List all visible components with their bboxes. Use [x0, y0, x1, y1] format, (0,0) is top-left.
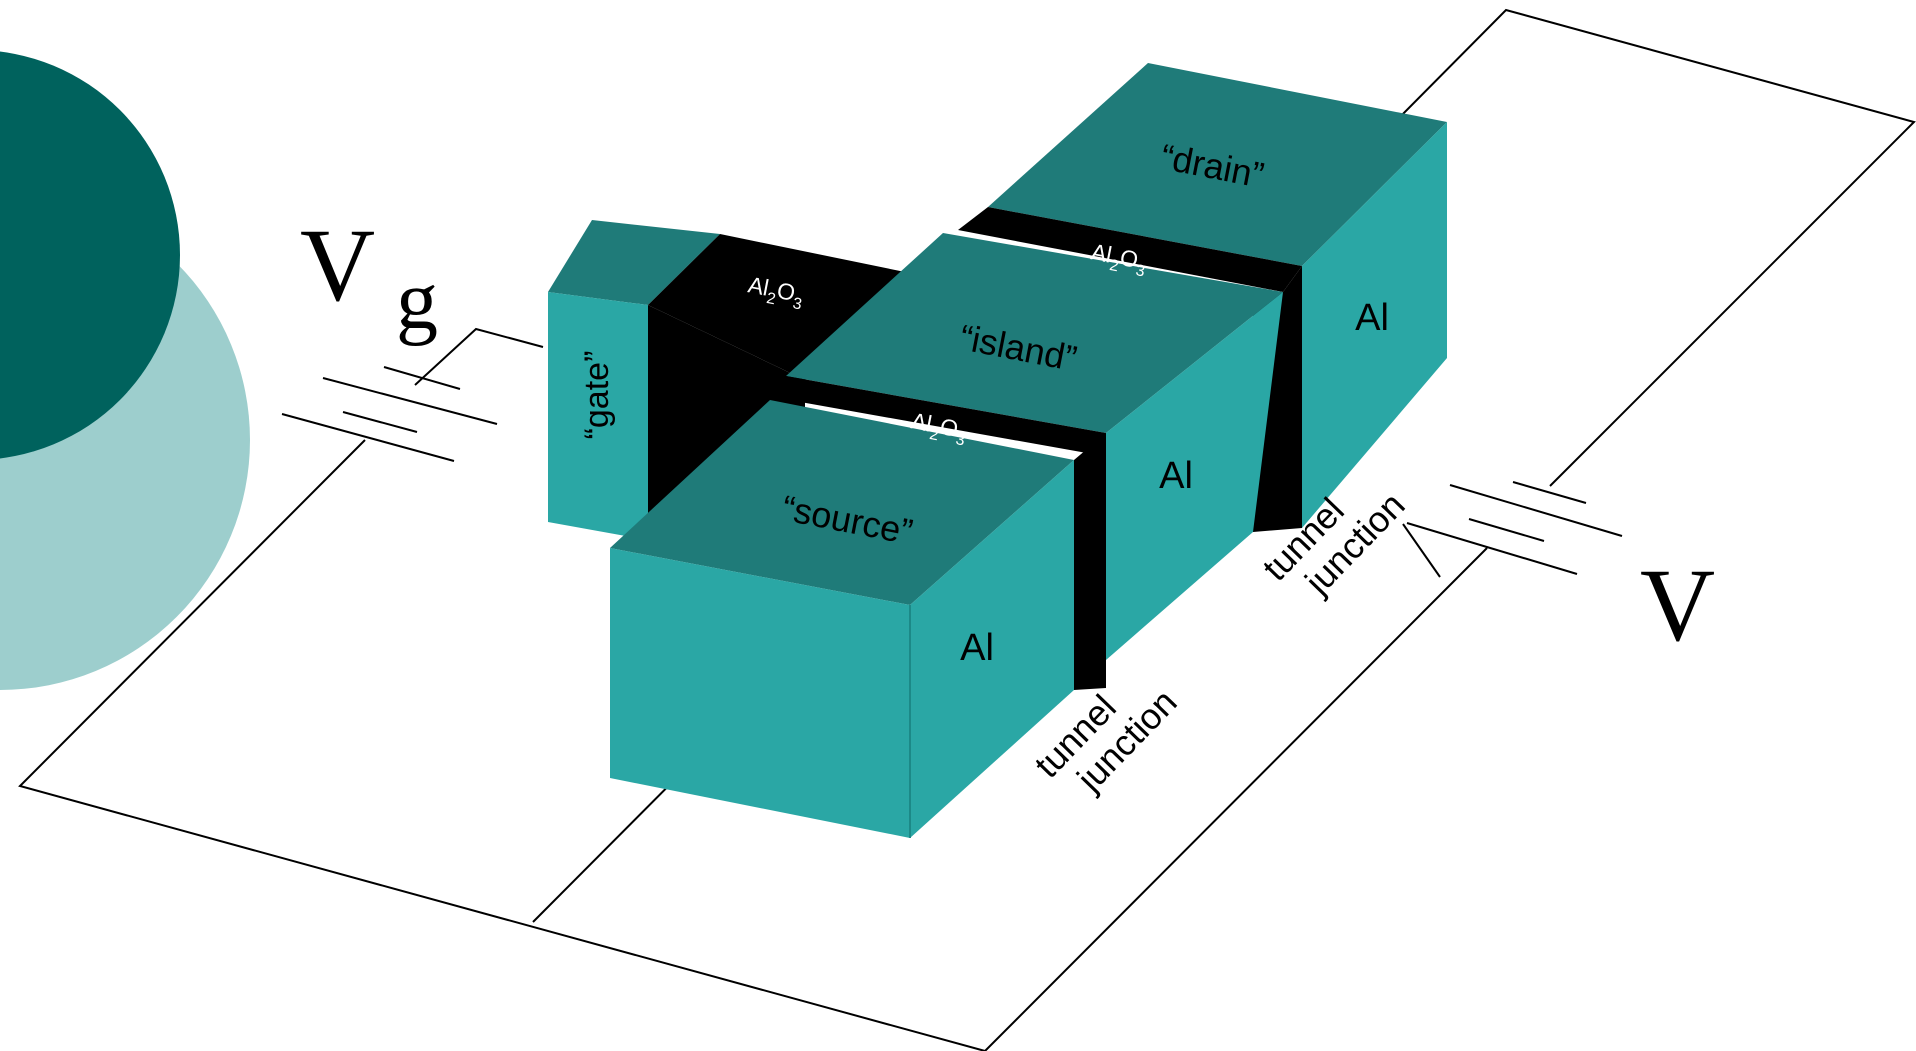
gate-lead-wire: [414, 327, 544, 386]
gate-battery-symbol: [281, 366, 498, 462]
al-source-label: Al: [960, 627, 994, 669]
bias-battery-symbol: [1406, 481, 1623, 575]
island-source-oxide: [778, 376, 1106, 690]
gate-battery-plate-long: [281, 413, 455, 462]
gate-oxide: [648, 234, 910, 515]
bias-voltage-label: V: [1640, 548, 1715, 663]
gate-battery-plate-short: [342, 411, 418, 433]
oxide-label-drain: Al2O3: [1088, 238, 1149, 280]
bias-battery-plate-long: [1406, 522, 1578, 575]
island-front-face: [1106, 292, 1283, 660]
bottom-loop-wire: [18, 439, 1488, 1051]
source-block: [610, 400, 1074, 838]
bias-battery-plate-short: [1468, 518, 1545, 542]
oxide-front-face: [1074, 433, 1106, 690]
bias-battery-plate-long: [1449, 484, 1623, 537]
gate-voltage-label: V: [300, 208, 375, 323]
source-top-face: [610, 400, 1074, 605]
source-front-face: [910, 460, 1074, 838]
drain-front-face: [1302, 122, 1447, 528]
bias-battery-plate-short: [1512, 481, 1587, 504]
drain-block: [988, 63, 1447, 528]
drain-top-face: [988, 63, 1447, 266]
bias-lead-wire: [1402, 523, 1441, 578]
al-drain-label: Al: [1355, 297, 1389, 339]
gate-voltage-subscript: g: [396, 254, 438, 347]
decor-circle-dark: [0, 51, 180, 459]
gate-top-face: [548, 220, 720, 305]
gate-label: “gate”: [578, 351, 616, 440]
oxide-label-gate: Al2O3: [745, 271, 806, 313]
gate-front-face: [548, 292, 648, 540]
island-block: [786, 233, 1283, 660]
gate-battery-plate-long: [322, 377, 498, 425]
gate-battery-plate-short: [383, 366, 461, 390]
drain-lead-wire: [1392, 8, 1916, 487]
oxide-top-face: [778, 376, 1106, 455]
decorative-circles: [0, 51, 250, 690]
al-island-label: Al: [1159, 455, 1193, 497]
gate-block: [548, 220, 720, 540]
island-top-face: [786, 233, 1283, 433]
gate-oxide-top-face: [648, 234, 910, 380]
gate-oxide-front-face: [648, 305, 805, 515]
source-side-face: [610, 548, 910, 838]
oxide-label-source: Al2O3: [908, 407, 969, 449]
oxide-top-face: [958, 207, 1302, 292]
